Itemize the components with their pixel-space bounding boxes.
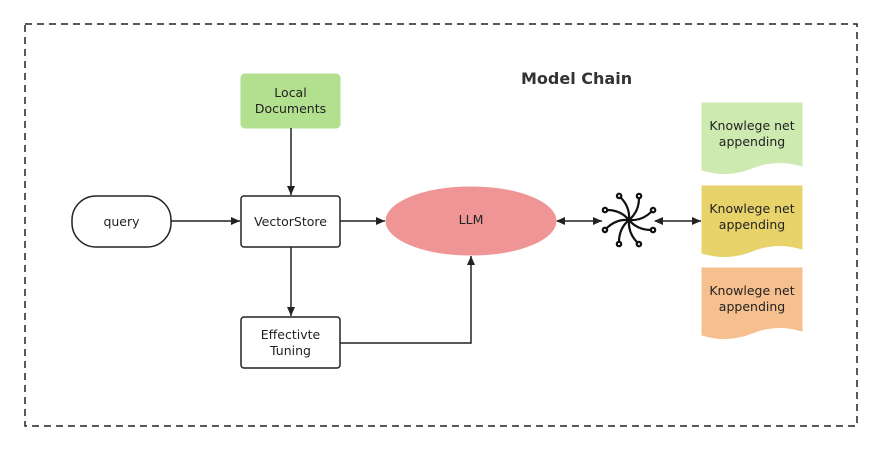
- local-documents-label: Local Documents: [254, 85, 327, 116]
- knowledge-label-1: Knowlege net appending: [709, 118, 795, 149]
- knowledge-doc-1[interactable]: [701, 102, 803, 174]
- vectorstore-label: VectorStore: [254, 213, 327, 229]
- neural-network-icon: [600, 191, 658, 249]
- knowledge-doc-2[interactable]: [701, 185, 803, 257]
- knowledge-label-3: Knowlege net appending: [709, 283, 795, 314]
- knowledge-label-2: Knowlege net appending: [709, 201, 795, 232]
- query-label: query: [103, 213, 140, 229]
- arrow-tuning-to-llm: [340, 256, 475, 344]
- model-chain-container: [24, 23, 858, 427]
- knowledge-doc-3[interactable]: [701, 267, 803, 339]
- diagram-title: Model Chain: [521, 69, 633, 88]
- llm-label: LLM: [458, 212, 484, 227]
- effective-tuning-label: Effectivte Tuning: [260, 326, 321, 358]
